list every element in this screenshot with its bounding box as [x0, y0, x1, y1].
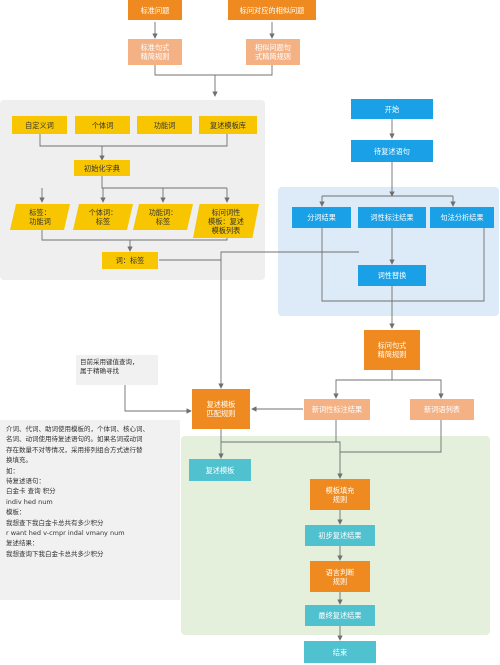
start-node: 开始 [351, 99, 433, 119]
function-tag-node: 功能词： 标签 [133, 204, 193, 230]
final-paraphrase-result-node: 最终复述结果 [305, 605, 375, 626]
individual-tag-node: 个体词： 标签 [73, 204, 133, 230]
paraphrase-template-node: 复述模板 [189, 459, 251, 481]
example-note-line: 名词、动词使用待复述语句的。如果名词或动词 [6, 435, 143, 444]
pos-tagging-result-node: 词性标注结果 [358, 207, 426, 228]
new-word-list-node: 新词语列表 [410, 399, 474, 420]
fluency-judgement-rule-node: 语言判断 规则 [310, 561, 370, 592]
template-fill-rule-node: 模板填充 规则 [310, 479, 370, 510]
example-note-line: 如： [6, 466, 19, 475]
individual-word-node: 个体词 [75, 116, 130, 134]
custom-word-node: 自定义词 [12, 116, 67, 134]
example-note-line: 换填充。 [6, 456, 32, 465]
similar-sentence-rule-node: 相似问题句 式精简规则 [246, 39, 300, 65]
lookup-note: 目前采用键值查询， 属于精确寻找 [76, 355, 158, 385]
standard-template-list-node: 标问词性 模板：复述 模板列表 [193, 204, 259, 238]
sentence-to-paraphrase-node: 待复述语句 [351, 140, 433, 162]
template-library-node: 复述模板库 [199, 116, 257, 134]
standard-sentence-rule-node: 标准句式 精简规则 [128, 39, 182, 65]
example-note-line: 介词、代词、助词使用模板的，个体词、核心词、 [6, 425, 149, 433]
template-match-rule-node: 复述模板 匹配规则 [192, 389, 250, 429]
example-note-line: 存在数量不对等情况，采用排列组合方式进行替 [6, 445, 143, 454]
example-note-line: 我想查下我白金卡总共有多少积分 [6, 518, 104, 527]
example-note-line: 待复述语句： [6, 476, 45, 485]
pos-replacement-node: 词性替换 [358, 265, 426, 286]
init-dictionary-node: 初始化字典 [74, 160, 130, 176]
end-node: 结束 [304, 641, 376, 663]
initial-paraphrase-result-node: 初步复述结果 [305, 525, 375, 546]
syntax-analysis-result-node: 句法分析结果 [430, 207, 494, 228]
tag-function-node: 标签： 功能词 [10, 204, 70, 230]
word-tag-node: 词：标签 [102, 252, 158, 269]
standard-sentence-simplify-rule-node: 标问句式 精简规则 [364, 330, 420, 370]
new-pos-tagging-result-node: 新词性标注结果 [304, 399, 370, 420]
example-note-line: 复述结果： [6, 539, 39, 548]
segmentation-result-node: 分词结果 [292, 207, 351, 228]
standard-question-node: 标准问题 [128, 0, 182, 20]
function-word-node: 功能词 [137, 116, 192, 134]
similar-question-node: 标问对应的相似问题 [228, 0, 316, 20]
example-note-line: 白金卡 查询 积分 [6, 487, 56, 496]
example-note-line: indiv hed num [6, 497, 53, 506]
example-note-line: 模板： [6, 508, 26, 517]
example-note-line: r want hed v-cmpr indal vmany num [6, 528, 125, 537]
example-note: 介词、代词、助词使用模板的，个体词、核心词、名词、动词使用待复述语句的。如果名词… [0, 420, 180, 600]
example-note-line: 我想查询下我白金卡总共多少积分 [6, 549, 104, 558]
